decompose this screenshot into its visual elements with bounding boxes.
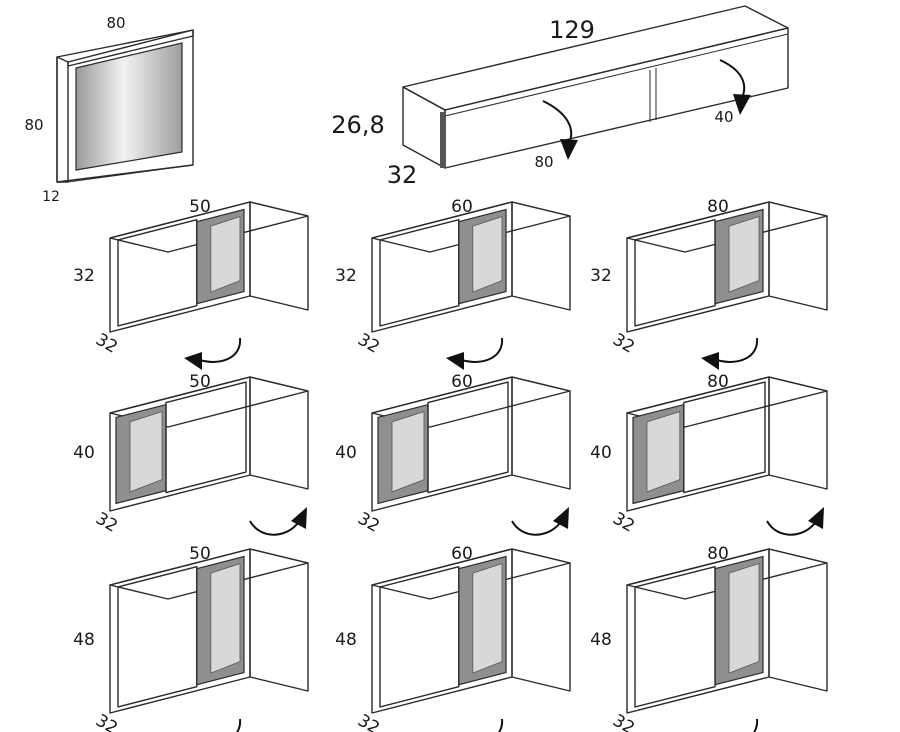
cabinet-7: 50 48 32 <box>73 544 309 732</box>
open-left-arrow-icon <box>701 337 759 370</box>
cabinet-back-panel <box>129 411 163 493</box>
cabinet-height-label: 32 <box>335 266 357 286</box>
cabinet-side <box>768 201 828 311</box>
tv-depth-label: 32 <box>387 161 418 189</box>
tv-height-label: 26,8 <box>331 111 384 139</box>
cabinet-depth-label: 32 <box>92 330 121 358</box>
cabinet-5: 60 40 32 <box>335 372 571 537</box>
cabinet-door <box>634 218 716 327</box>
cabinet-depth-label: 32 <box>92 711 121 732</box>
cabinet-depth-label: 32 <box>92 509 121 537</box>
cabinet-side <box>768 548 828 692</box>
tv-unit <box>402 5 789 169</box>
open-left-arrow-icon <box>235 718 242 732</box>
cabinet-width-label: 50 <box>189 372 211 392</box>
open-right-arrow-icon <box>766 507 824 536</box>
cabinet-side <box>768 376 828 490</box>
tv-door-left-label: 80 <box>534 153 553 171</box>
cabinet-height-label: 48 <box>335 630 357 650</box>
cabinet-side <box>249 376 309 490</box>
cabinet-9: 80 48 32 <box>590 544 828 732</box>
tv-door-arrow-down-right <box>719 59 751 115</box>
cabinet-depth-label: 32 <box>354 330 383 358</box>
cabinet-back-panel <box>210 216 241 293</box>
cabinet-back-panel <box>472 563 503 674</box>
mirror-depth-label: 12 <box>42 189 60 205</box>
cabinet-1: 50 32 32 <box>73 197 309 370</box>
cabinet-2: 60 32 32 <box>335 197 571 370</box>
cabinet-side <box>249 548 309 692</box>
cabinet-side <box>249 201 309 311</box>
open-left-arrow-icon <box>752 718 759 732</box>
cabinet-height-label: 48 <box>73 630 95 650</box>
cabinet-height-label: 32 <box>73 266 95 286</box>
cabinet-depth-label: 32 <box>609 711 638 732</box>
cabinet-door <box>117 218 198 327</box>
cabinet-door <box>634 565 716 708</box>
cabinet-width-label: 60 <box>451 372 473 392</box>
mirror-height-label: 80 <box>24 116 43 134</box>
open-left-arrow-icon <box>184 337 242 370</box>
cabinet-height-label: 48 <box>590 630 612 650</box>
tv-door-arrow-down-left <box>542 100 578 160</box>
cabinet-depth-label: 32 <box>609 330 638 358</box>
open-left-arrow-icon <box>446 337 504 370</box>
cabinet-4: 50 40 32 <box>73 372 309 537</box>
cabinet-width-label: 80 <box>707 544 729 564</box>
cabinet-back-panel <box>728 562 760 674</box>
cabinet-back-panel <box>472 216 503 293</box>
cabinet-height-label: 40 <box>73 443 95 463</box>
cabinet-width-label: 50 <box>189 197 211 217</box>
cabinet-width-label: 60 <box>451 544 473 564</box>
cabinet-back-panel <box>391 411 425 493</box>
cabinet-side <box>511 548 571 692</box>
cabinet-door <box>117 565 198 708</box>
open-right-arrow-icon <box>511 507 569 536</box>
cabinet-6: 80 40 32 <box>590 372 828 537</box>
open-right-arrow-icon <box>249 507 307 536</box>
tv-door-right-label: 40 <box>714 108 733 126</box>
cabinet-width-label: 50 <box>189 544 211 564</box>
cabinet-3: 80 32 32 <box>590 197 828 370</box>
tv-width-label: 129 <box>549 16 595 44</box>
cabinet-side <box>511 376 571 490</box>
open-left-arrow-icon <box>497 718 504 732</box>
cabinet-back-panel <box>646 411 681 493</box>
cabinet-grid: 50 32 32 60 32 32 80 32 32 50 40 32 60 40 32 80 40 32 50 48… <box>73 197 828 732</box>
cabinet-width-label: 60 <box>451 197 473 217</box>
mirror-width-label: 80 <box>106 14 125 32</box>
cabinet-height-label: 40 <box>335 443 357 463</box>
cabinet-door <box>683 381 766 494</box>
cabinet-door <box>379 565 460 708</box>
cabinet-door <box>427 381 509 494</box>
cabinet-width-label: 80 <box>707 197 729 217</box>
cabinet-depth-label: 32 <box>609 509 638 537</box>
cabinet-depth-label: 32 <box>354 509 383 537</box>
mirror <box>56 29 194 183</box>
cabinet-width-label: 80 <box>707 372 729 392</box>
cabinet-8: 60 48 32 <box>335 544 571 732</box>
cabinet-side <box>511 201 571 311</box>
cabinet-back-panel <box>728 215 760 293</box>
cabinet-door <box>165 381 247 494</box>
cabinet-door <box>379 218 460 327</box>
cabinet-height-label: 32 <box>590 266 612 286</box>
cabinet-depth-label: 32 <box>354 711 383 732</box>
cabinet-height-label: 40 <box>590 443 612 463</box>
cabinet-back-panel <box>210 563 241 674</box>
